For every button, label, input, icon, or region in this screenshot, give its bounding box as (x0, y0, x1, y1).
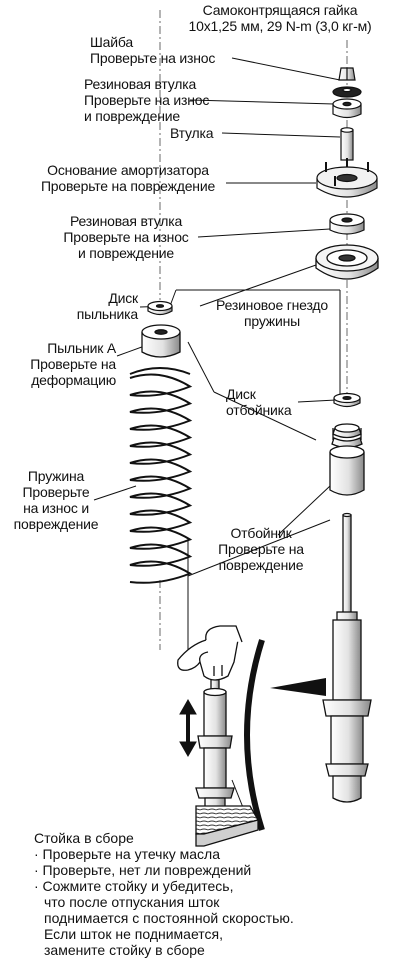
bump-stop (329, 423, 365, 496)
assembly-check-6: Если шток не поднимается, (44, 926, 223, 942)
rubber-bushing-mid (329, 213, 365, 235)
label-rubber-spring-seat: Резиновое гнездо пружины (216, 297, 328, 329)
coil-spring (129, 367, 193, 584)
rubber-bushing-top (332, 98, 362, 119)
assembly-check-4: что после отпускания шток (44, 894, 220, 910)
strut-assembly-notes: Стойка в сборе · Проверьте на утечку мас… (34, 830, 294, 958)
dust-boot-disc (147, 300, 173, 316)
label-coil-spring: Пружина Проверьте на износ и повреждение (13, 468, 99, 532)
washer (332, 86, 362, 98)
assembly-check-3: · Сожмите стойку и убедитесь, (34, 878, 234, 894)
label-dust-boot-a: Пыльник A Проверьте на деформацию (30, 340, 116, 388)
dust-boot-a (141, 324, 181, 358)
assembly-title: Стойка в сборе (34, 830, 134, 846)
leader-lines (93, 57, 348, 831)
label-self-locking-nut: Самоконтрящаяся гайка 10x1,25 мм, 29 N-m… (188, 2, 372, 34)
shock-mount-base (316, 158, 378, 198)
bushing-sleeve (340, 127, 354, 161)
label-bump-stop-disc: Диск отбойника (226, 386, 292, 418)
hand (177, 625, 243, 681)
label-bump-stop: Отбойник Проверьте на повреждение (218, 525, 304, 573)
bump-stop-disc (333, 392, 361, 408)
label-bushing: Втулка (170, 125, 214, 141)
assembly-check-5: поднимается с постоянной скоростью. (44, 910, 294, 926)
assembly-bracket (244, 639, 326, 831)
compress-arrow (179, 698, 197, 758)
label-shock-mount-base: Основание амортизатора Проверьте на повр… (40, 162, 216, 194)
label-washer: Шайба Проверьте на износ (90, 34, 216, 66)
self-locking-nut (338, 67, 356, 81)
label-dust-disc: Диск пыльника (76, 290, 138, 322)
label-rubber-bushing-mid: Резиновая втулка Проверьте на износ и по… (63, 213, 189, 261)
assembly-check-7: замените стойку в сборе (44, 942, 205, 958)
label-rubber-bushing-top: Резиновая втулка Проверьте на износ и по… (84, 76, 210, 124)
strut-right (322, 512, 372, 803)
assembly-check-1: · Проверьте на утечку масла (34, 846, 220, 862)
rubber-spring-seat (315, 244, 379, 280)
assembly-check-2: · Проверьте, нет ли повреждений (34, 862, 252, 878)
